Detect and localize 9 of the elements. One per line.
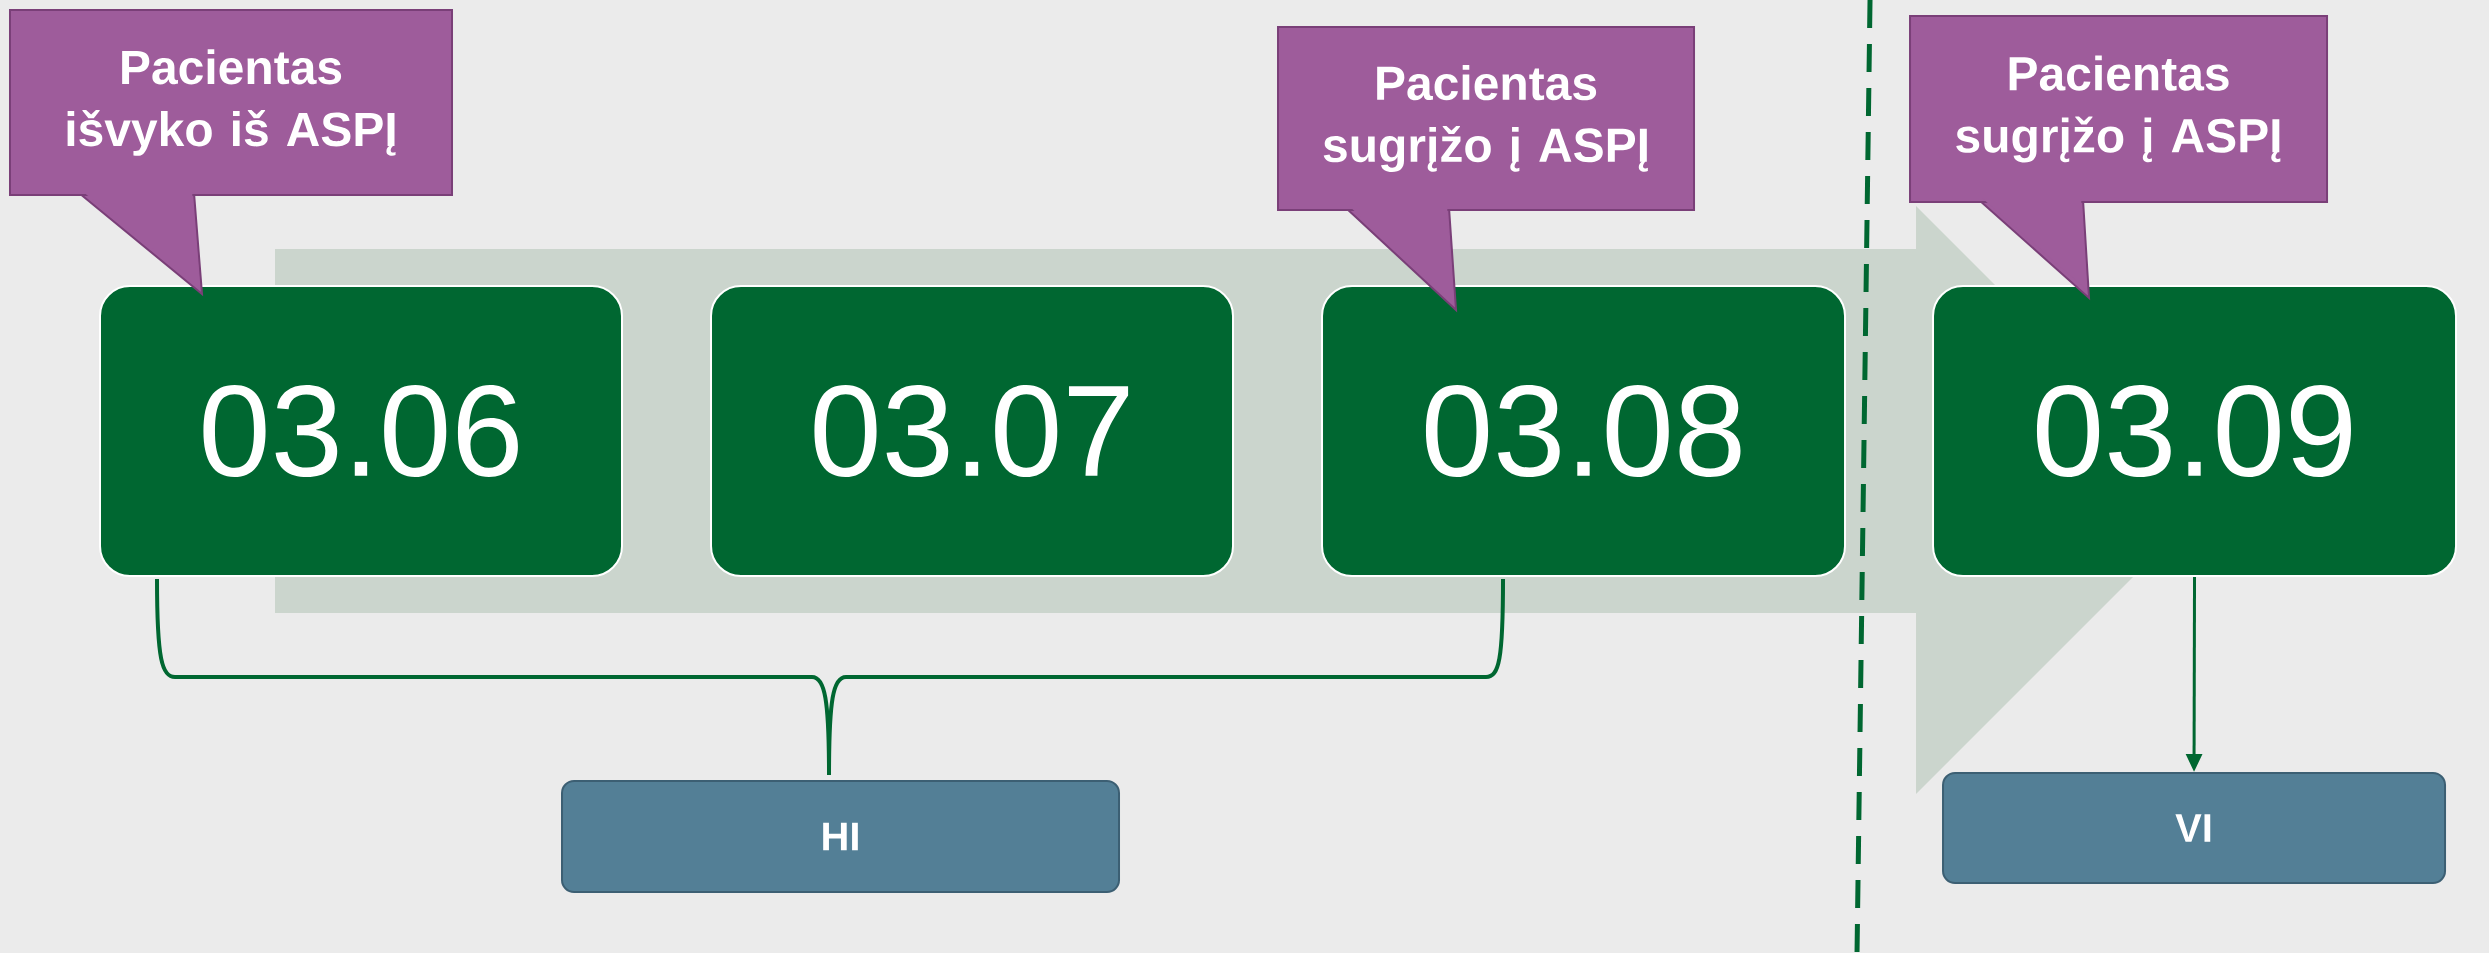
- tag-box: HI: [561, 780, 1120, 893]
- tag-box: VI: [1942, 772, 2447, 884]
- date-box: 03.09: [1932, 285, 2458, 577]
- date-box: 03.06: [99, 285, 623, 577]
- callout-box: Pacientas išvyko iš ASPĮ: [9, 9, 453, 297]
- callout-box: Pacientas sugrįžo į ASPĮ: [1277, 26, 1695, 313]
- date-box: 03.07: [710, 285, 1234, 577]
- callout-box: Pacientas sugrįžo į ASPĮ: [1909, 15, 2329, 301]
- date-box: 03.08: [1321, 285, 1846, 577]
